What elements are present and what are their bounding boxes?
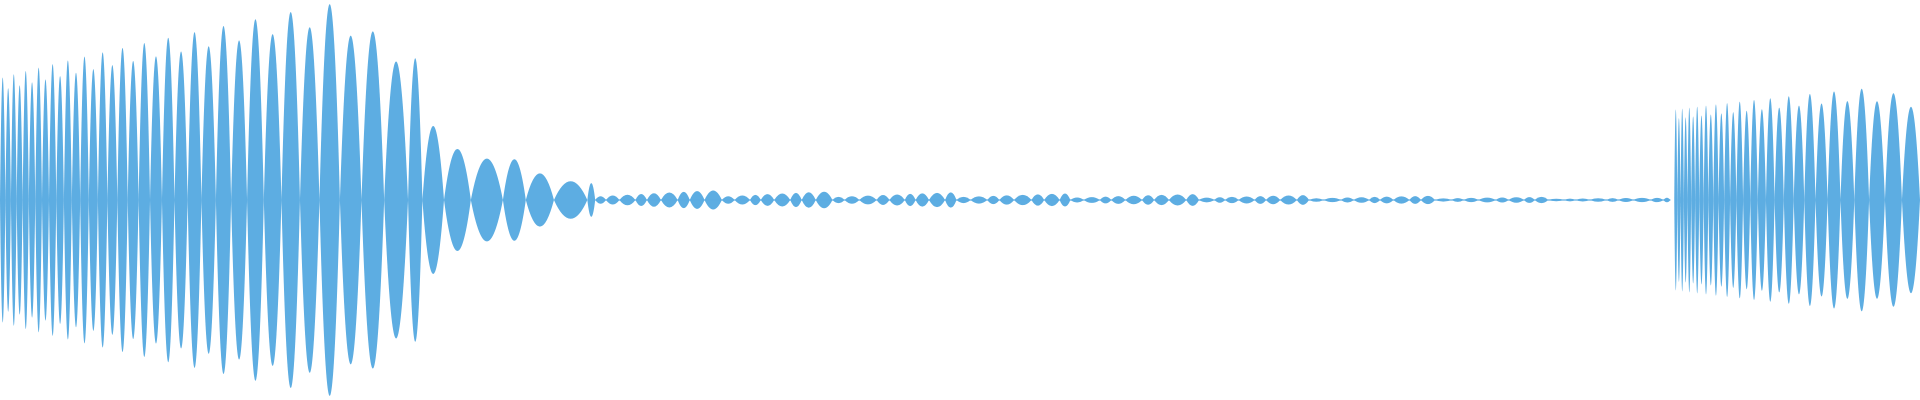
waveform-lobe <box>587 183 596 217</box>
waveform-lobe <box>127 60 139 340</box>
waveform-lobe <box>0 77 6 323</box>
waveform-lobe <box>1695 106 1700 294</box>
waveform-lobe <box>263 34 282 366</box>
waveform-lobe <box>187 32 202 368</box>
waveform-lobe <box>63 60 72 340</box>
waveform-lobe <box>117 47 128 353</box>
waveform-lobe <box>1713 104 1719 296</box>
waveform-lobe <box>35 67 42 333</box>
waveform-lobe <box>281 11 300 389</box>
waveform-lobe <box>1724 103 1731 297</box>
waveform-lobe <box>1683 117 1688 283</box>
waveform-lobe <box>1854 88 1870 312</box>
waveform-lobe <box>201 46 216 354</box>
waveform-lobe <box>339 35 362 365</box>
waveform-lobe <box>422 126 444 274</box>
waveform-lobe <box>470 158 503 242</box>
waveform-lobe <box>1718 113 1725 287</box>
waveform-lobe <box>1691 116 1696 284</box>
waveform-lobe <box>299 27 320 373</box>
waveform-lobe <box>80 56 89 344</box>
waveform-lobe <box>444 149 471 251</box>
waveform-lobe <box>97 52 108 348</box>
waveform-lobe <box>1677 118 1681 282</box>
waveform-lobe <box>1736 101 1744 299</box>
waveform-lobe <box>1765 98 1775 302</box>
waveform-lobe <box>1827 91 1841 309</box>
waveform-lobe <box>247 19 264 381</box>
waveform-lobe <box>1869 101 1885 299</box>
waveform-lobe <box>1815 103 1828 297</box>
waveform-lobe <box>41 79 49 321</box>
waveform-lobe <box>28 82 36 318</box>
waveform-lobe <box>408 58 423 342</box>
waveform-lobe <box>231 40 248 360</box>
waveform-fill-group <box>0 4 1920 396</box>
waveform-lobe <box>1674 109 1678 291</box>
waveform-lobe <box>1793 105 1805 295</box>
waveform-lobe <box>1774 107 1784 293</box>
waveform-lobe <box>1750 100 1758 300</box>
waveform-lobe <box>174 51 188 349</box>
waveform-lobe <box>22 70 29 330</box>
waveform-lobe <box>1743 110 1751 290</box>
waveform-lobe <box>525 173 554 227</box>
waveform-lobe <box>502 159 526 241</box>
waveform-lobe <box>10 74 17 326</box>
waveform-lobe <box>1687 107 1692 293</box>
waveform-lobe <box>1708 114 1714 286</box>
waveform-lobe <box>553 181 588 219</box>
waveform-lobe <box>71 72 81 328</box>
waveform-lobe <box>107 65 118 335</box>
waveform-lobe <box>1757 109 1766 291</box>
waveform-lobe <box>88 69 98 331</box>
waveform-lobe <box>215 25 232 375</box>
waveform-lobe <box>319 4 340 396</box>
waveform-lobe <box>1840 101 1855 299</box>
waveform-lobe <box>384 61 409 339</box>
waveform-lobe <box>138 43 151 357</box>
waveform-lobe <box>5 88 11 312</box>
waveform-lobe <box>1680 108 1684 292</box>
waveform-lobe <box>150 56 162 344</box>
waveform-lobe <box>161 37 175 363</box>
waveform-lobe <box>1703 105 1709 295</box>
waveform-lobe <box>1783 96 1794 304</box>
waveform-lobe <box>1730 112 1737 288</box>
waveform-lobe <box>1804 94 1816 306</box>
waveform-lobe <box>48 64 57 336</box>
waveform-lobe <box>56 76 64 324</box>
waveform-lobe <box>16 85 23 315</box>
waveform-lobe <box>1699 115 1704 285</box>
waveform-lobe <box>361 31 385 369</box>
waveform-lobe <box>1884 93 1902 307</box>
waveform-lobe <box>1901 106 1920 294</box>
